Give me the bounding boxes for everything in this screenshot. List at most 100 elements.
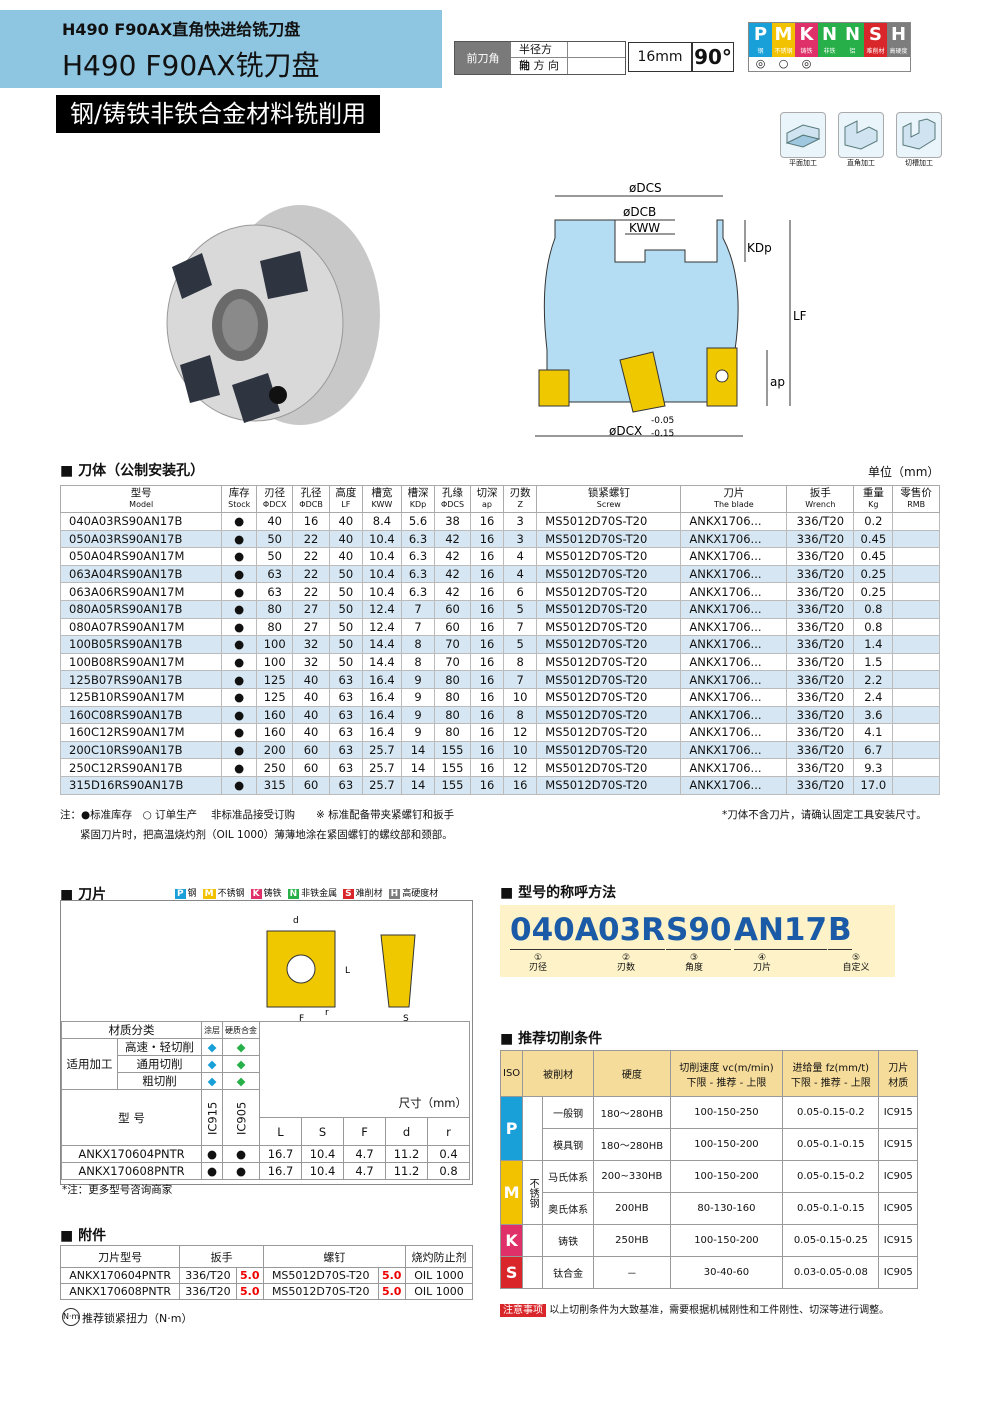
table-cell: ANKX1706... — [680, 687, 788, 707]
dim-header: L — [259, 1117, 302, 1146]
table-cell: 4 — [503, 547, 538, 566]
table-cell: 16.4 — [361, 723, 402, 742]
lead-label: 前刀角 — [455, 42, 511, 74]
material-name: 不锈钢 — [774, 48, 793, 55]
table-cell: 10 — [503, 687, 538, 707]
table-cell: 63 — [328, 670, 363, 689]
table-cell — [892, 705, 940, 725]
cut-cell: 0.05-0.15-0.2 — [782, 1160, 880, 1193]
table-cell: 250C12RS90AN17B — [59, 758, 223, 777]
accessory-cell: 5.0 — [377, 1267, 406, 1284]
iso-sub: 不锈钢 — [522, 1160, 544, 1225]
table-cell: 6.3 — [400, 547, 436, 566]
table-cell: MS5012D70S-T20 — [536, 775, 682, 795]
mat-cls-label: 材质分类 — [61, 1021, 202, 1039]
cut-cell: IC905 — [878, 1192, 918, 1225]
grade-mark: ◆ — [201, 1055, 223, 1073]
grade-mark: ◆ — [222, 1038, 260, 1056]
table-cell: 336/T20 — [786, 599, 855, 619]
insert-cell: ANKX170608PNTR — [61, 1162, 202, 1180]
table-cell — [892, 670, 940, 689]
lf-label: LF — [793, 309, 807, 323]
table-cell: 155 — [434, 740, 471, 760]
torque-icon: N·m — [62, 1308, 80, 1326]
iso-sub — [522, 1256, 544, 1289]
material-letter: S — [869, 24, 882, 45]
grade-mark: ◆ — [201, 1038, 223, 1056]
table-cell: 27 — [292, 617, 330, 637]
table-cell: 3 — [503, 529, 538, 549]
cut-cell: 200~330HB — [593, 1160, 671, 1193]
table-cell: 70 — [434, 652, 471, 672]
table-cell — [892, 635, 940, 654]
table-cell: 50 — [255, 547, 294, 566]
insert-cell: 10.4 — [301, 1162, 344, 1180]
table-cell: MS5012D70S-T20 — [536, 564, 682, 584]
cut-cell: 奥氏体系 — [542, 1192, 595, 1225]
table-cell: 0.45 — [853, 529, 894, 549]
cut-header: 进给量 fz(mm/t) 下限 - 推荐 - 上限 — [782, 1050, 880, 1097]
accessory-cell: 336/T20 — [179, 1267, 237, 1284]
table-cell: 16 — [469, 758, 505, 777]
material-letter: M — [774, 24, 793, 45]
table-cell: 100B08RS90AN17M — [59, 652, 223, 672]
table-cell: ANKX1706... — [680, 547, 788, 566]
table-cell: ANKX1706... — [680, 635, 788, 654]
table-cell: ● — [221, 705, 257, 725]
table-cell: 4.1 — [853, 723, 894, 742]
table-cell: 16.4 — [361, 670, 402, 689]
table-cell: 336/T20 — [786, 547, 855, 566]
accessory-title: 附件 — [60, 1225, 106, 1245]
table-cell: 9.3 — [853, 758, 894, 777]
code-label: ③ 角度 — [684, 953, 703, 973]
table-cell: 40 — [292, 705, 330, 725]
table-cell: 16 — [469, 599, 505, 619]
table-cell: 200C10RS90AN17B — [59, 740, 223, 760]
table-cell — [892, 723, 940, 742]
table-cell: 14 — [400, 758, 436, 777]
material-name: 钢 — [757, 48, 764, 55]
accessory-cell: 336/T20 — [179, 1283, 237, 1300]
cut-cell: IC905 — [878, 1160, 918, 1193]
code-label: ② 刃数 — [616, 953, 635, 973]
insert-cell: 0.4 — [427, 1145, 470, 1163]
insert-cell: 0.8 — [427, 1162, 470, 1180]
table-cell: 16 — [503, 775, 538, 795]
table-cell: 080A07RS90AN17M — [59, 617, 223, 637]
insert-cell: 16.7 — [259, 1162, 302, 1180]
table-cell: 60 — [434, 599, 471, 619]
table-cell: MS5012D70S-T20 — [536, 705, 682, 725]
table-cell: 40 — [328, 512, 363, 531]
table-cell: ● — [221, 599, 257, 619]
table-cell — [892, 758, 940, 777]
unit-label: 单位（mm） — [868, 465, 940, 479]
suitability-mark — [887, 57, 910, 71]
table-cell: 42 — [434, 547, 471, 566]
table-cell: 050A04RS90AN17M — [59, 547, 223, 566]
accessory-cell: ANKX170604PNTR — [59, 1267, 181, 1284]
fig-f: F — [299, 1014, 304, 1024]
size-label: 尺寸（mm） — [259, 1089, 470, 1118]
insert-cell: ANKX170604PNTR — [61, 1145, 202, 1163]
table-cell: 7 — [503, 617, 538, 637]
table-cell: 9 — [400, 670, 436, 689]
cut-cell: 马氏体系 — [542, 1160, 595, 1193]
dim-header: F — [343, 1117, 386, 1146]
table-cell: 0.25 — [853, 582, 894, 601]
table-cell: 12.4 — [361, 617, 402, 637]
cut-cell: 铸铁 — [542, 1224, 595, 1257]
table-cell: MS5012D70S-T20 — [536, 652, 682, 672]
